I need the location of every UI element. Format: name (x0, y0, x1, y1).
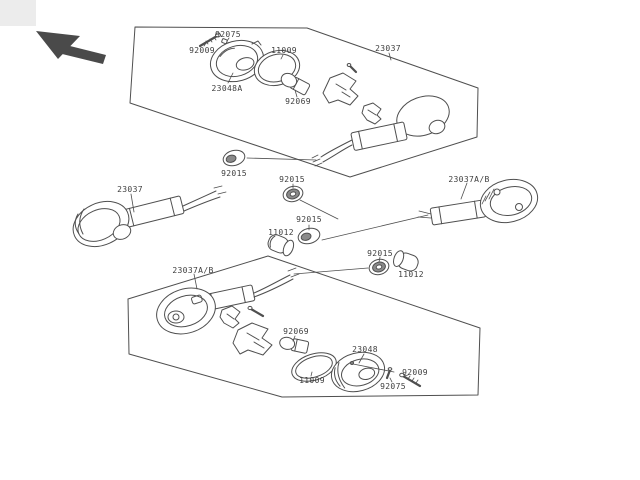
lamp-assembly-23037ab-bottom-drawing (156, 267, 300, 335)
bottom-exploded-box-outline (127, 255, 481, 398)
screw-92009-top-drawing (198, 32, 221, 48)
lamp-assembly-23037-top-drawing (311, 52, 450, 167)
nut1-connector-line (246, 157, 317, 161)
nut-92015-4-drawing (293, 256, 390, 276)
label-bulb-bottom: 92069 (283, 327, 309, 336)
bulb-92069-top-drawing (280, 72, 311, 98)
corner-scan-patch (0, 0, 36, 26)
label-cap-1: 11012 (268, 228, 294, 237)
label-damper-top: 92075 (215, 30, 241, 39)
lamp-assembly-23037ab-right-drawing (417, 178, 539, 226)
label-lens-a: 23048A (212, 84, 243, 93)
label-gasket-top: 11009 (271, 46, 297, 55)
label-lens: 23048 (352, 345, 378, 354)
top-exploded-box-outline (129, 26, 479, 178)
label-bulb-top: 92069 (285, 97, 311, 106)
label-lamp-right: 23037A/B (448, 175, 489, 184)
nut-92015-3-drawing (297, 214, 429, 245)
label-nut-2: 92015 (279, 175, 305, 184)
stay-bracket-bottom-drawing (219, 305, 273, 356)
label-gasket-bottom: 11009 (299, 376, 325, 385)
nw-arrow-icon (36, 31, 106, 64)
lens-23048a-drawing (209, 39, 265, 84)
cap-11012-1-drawing (267, 234, 295, 257)
lens-23048-drawing (330, 351, 395, 393)
damper-92075-bottom-drawing (385, 367, 393, 383)
gasket-11009-bottom-drawing (291, 352, 337, 382)
cap-11012-2-drawing (393, 250, 419, 272)
label-nut-3: 92015 (296, 215, 322, 224)
label-nut-4: 92015 (367, 249, 393, 258)
label-damper-bottom: 92075 (380, 382, 406, 391)
label-screw-top: 92009 (189, 46, 215, 55)
nut-92015-2-drawing (282, 183, 339, 220)
label-lamp-bottom: 23037A/B (172, 266, 213, 275)
bulb-92069-bottom-drawing (279, 335, 310, 354)
gasket-top-leader (280, 54, 284, 60)
stay-bracket-top-drawing (322, 63, 382, 125)
label-nut-1: 92015 (221, 169, 247, 178)
screw-92009-bottom-drawing (399, 372, 422, 388)
nut-92015-1-drawing (222, 149, 246, 167)
label-screw-bottom: 92009 (402, 368, 428, 377)
label-lamp-top: 23037 (375, 44, 401, 53)
label-lamp-left: 23037 (117, 185, 143, 194)
lamp-assembly-23037-left-drawing (72, 185, 227, 248)
label-cap-2: 11012 (398, 270, 424, 279)
